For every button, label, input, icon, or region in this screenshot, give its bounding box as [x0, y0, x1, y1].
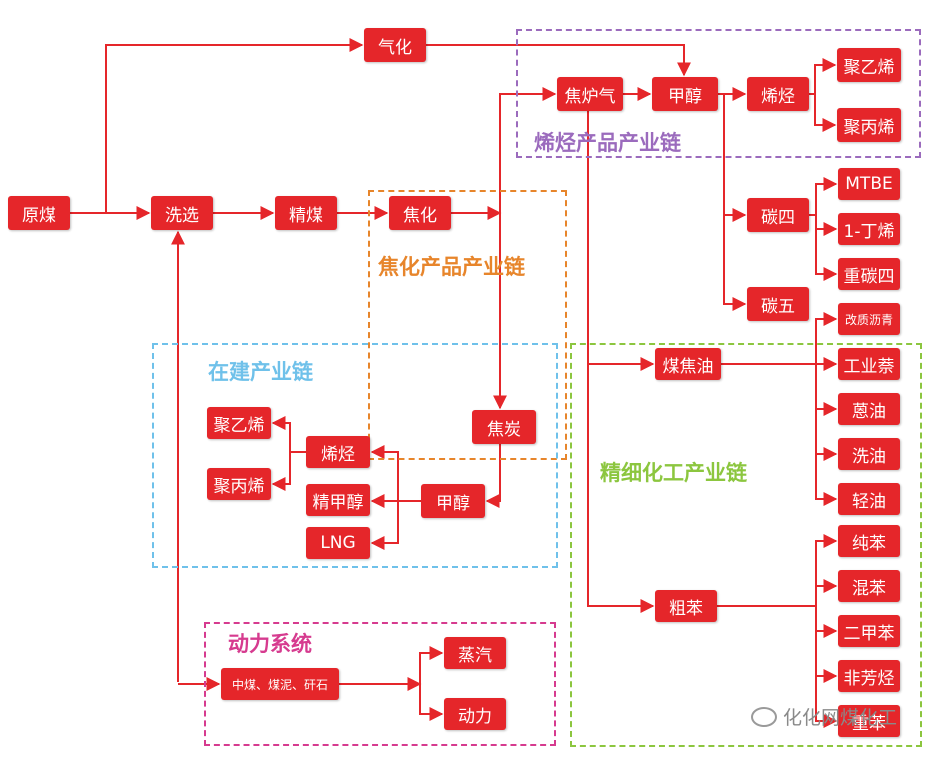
- zone-label-olefin: 烯烃产品产业链: [534, 131, 681, 155]
- node-coal-tar: 煤焦油: [655, 348, 721, 380]
- edge-methanol-c5: [723, 215, 747, 311]
- node-olefin-construction: 烯烃: [306, 436, 370, 468]
- edge-c4-butene: [815, 215, 838, 236]
- node-coke: 焦炭: [472, 410, 536, 444]
- node-polypropylene: 聚丙烯: [837, 108, 901, 142]
- node-light-oil: 轻油: [838, 483, 900, 515]
- node-1-butene: 1-丁烯: [838, 213, 900, 245]
- edge-olefin-pp: [814, 94, 837, 132]
- edge-c4-mtbe: [809, 177, 838, 216]
- zone-label-fine-chemical: 精细化工产业链: [600, 461, 747, 485]
- node-pure-benzene: 纯苯: [838, 525, 900, 557]
- wechat-icon: [750, 706, 777, 727]
- edge-cokeovengas-crudebenzene: [587, 364, 655, 613]
- edge-coaltar-lightoil: [815, 454, 838, 506]
- zone-olefin-chain: [516, 29, 921, 158]
- edge-c4-heavyc4: [815, 229, 838, 281]
- node-gasification: 气化: [364, 28, 426, 62]
- node-anthracene-oil: 蒽油: [838, 393, 900, 425]
- node-polyethylene-construction: 聚乙烯: [207, 407, 271, 439]
- edge-rawcoal-gasification: [105, 38, 364, 213]
- node-lng: LNG: [306, 527, 370, 559]
- edge-methanol-olefin2: [370, 445, 399, 501]
- node-methanol: 甲醇: [652, 77, 718, 111]
- zone-power-system: [204, 622, 556, 746]
- edge-gasification-methanol: [426, 44, 691, 77]
- node-c5: 碳五: [747, 287, 809, 321]
- edge-olefin2-pe: [271, 416, 306, 453]
- edge-crudebenzene-heavy: [815, 676, 838, 728]
- node-crude-benzene: 粗苯: [655, 590, 717, 622]
- node-middling-coal: 中煤、煤泥、矸石: [221, 668, 339, 700]
- node-industrial-naphthalene: 工业萘: [838, 348, 900, 380]
- edge-olefin2-pp: [271, 452, 291, 491]
- node-washing: 洗选: [151, 196, 213, 230]
- edge-coking-cokeovengas: [499, 87, 557, 213]
- node-coke-oven-gas: 焦炉气: [557, 77, 623, 111]
- zone-label-construction: 在建产业链: [208, 360, 313, 384]
- node-non-aromatics: 非芳烃: [838, 660, 900, 692]
- node-modified-pitch: 改质沥青: [838, 303, 900, 335]
- zone-fine-chemical-chain: [570, 343, 922, 747]
- node-olefin: 烯烃: [747, 77, 809, 111]
- node-polypropylene-construction: 聚丙烯: [207, 468, 271, 500]
- node-clean-coal: 精煤: [275, 196, 337, 230]
- edge-methanol-lng: [370, 501, 399, 550]
- node-refined-methanol: 精甲醇: [306, 484, 370, 516]
- edge-coke-methanol: [485, 444, 501, 508]
- zone-label-power: 动力系统: [228, 632, 312, 656]
- node-coking: 焦化: [389, 196, 451, 230]
- flow-edges: [70, 38, 838, 728]
- zone-construction-chain: [152, 343, 558, 568]
- watermark: 化化网煤化工: [750, 703, 897, 730]
- edge-crudebenzene-pure: [815, 534, 838, 606]
- node-steam: 蒸汽: [444, 637, 506, 669]
- node-c4: 碳四: [747, 198, 809, 232]
- edge-olefin-pe: [809, 58, 837, 95]
- node-heavy-c4: 重碳四: [838, 258, 900, 290]
- node-mixed-benzene: 混苯: [838, 570, 900, 602]
- zone-label-coking: 焦化产品产业链: [378, 255, 525, 279]
- node-wash-oil: 洗油: [838, 438, 900, 470]
- node-mtbe: MTBE: [838, 168, 900, 200]
- node-heavy-benzene: 重苯: [838, 705, 900, 737]
- watermark-text: 化化网煤化工: [782, 707, 897, 729]
- node-power: 动力: [444, 698, 506, 730]
- zone-coking-chain: [368, 190, 567, 460]
- node-xylene: 二甲苯: [838, 615, 900, 647]
- node-polyethylene: 聚乙烯: [837, 48, 901, 82]
- node-methanol-construction: 甲醇: [421, 484, 485, 518]
- node-raw-coal: 原煤: [8, 196, 70, 230]
- edge-coaltar-pitch: [815, 312, 838, 364]
- edge-middling-power: [419, 684, 444, 721]
- edge-middling-steam: [419, 646, 444, 684]
